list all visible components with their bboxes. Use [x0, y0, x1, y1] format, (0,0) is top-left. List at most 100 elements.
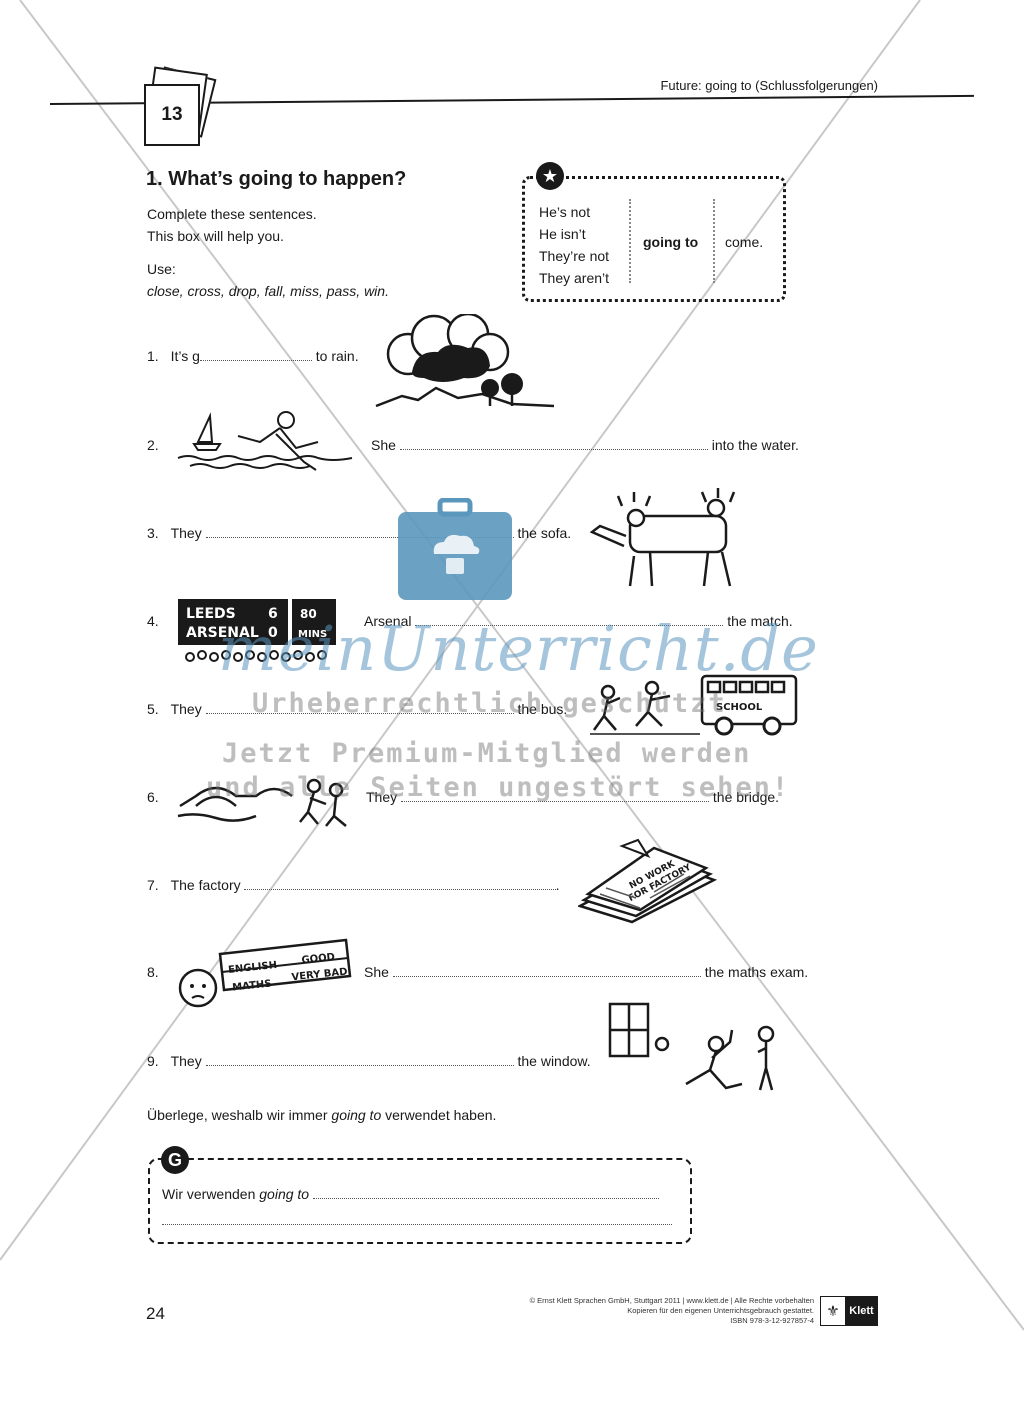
tip-form: He’s not [539, 204, 591, 220]
answer-blank[interactable] [415, 613, 724, 626]
tip-forms: He’s not He isn’t They’re not They aren’… [539, 201, 609, 289]
sentence-row: 3. They the sofa. [147, 525, 571, 541]
copyright-line: © Ernst Klett Sprachen GmbH, Stuttgart 2… [529, 1296, 814, 1305]
newspaper-illustration: NO WORK FOR FACTORY [578, 838, 718, 924]
answer-blank[interactable] [205, 1053, 514, 1066]
ball-window-illustration [608, 1002, 775, 1091]
answer-blank[interactable] [392, 964, 701, 977]
sentence-row: 4. [147, 613, 159, 629]
answer-blank[interactable] [399, 437, 708, 450]
grammar-line [162, 1212, 672, 1228]
sentence-start: They [170, 701, 202, 717]
sentence-row: 8. [147, 964, 159, 980]
tip-form: They’re not [539, 248, 610, 264]
sentence-start: They [170, 525, 202, 541]
sentence-end: the match. [727, 613, 793, 629]
sentence-number: 8. [147, 964, 159, 980]
score-time: 80 [300, 607, 317, 621]
sentence-row-text: Arsenal the match. [364, 613, 793, 629]
isbn-line: ISBN 978-3-12-927857-4 [730, 1316, 814, 1325]
sentence-end: the bus. [517, 701, 568, 717]
chapter-number: 13 [144, 84, 200, 146]
sentence-row: 5. They the bus. [147, 701, 567, 717]
tip-going-to: going to [643, 234, 699, 250]
falling-girl-illustration [177, 411, 353, 471]
score-time-unit: MINS [298, 629, 327, 640]
publisher-logo: ⚜ Klett [820, 1296, 878, 1326]
sentence-end: the sofa. [517, 525, 572, 541]
score-team1: LEEDS [186, 606, 236, 622]
sentence-number: 7. [147, 877, 159, 893]
score-value2: 0 [268, 625, 278, 641]
sentence-row: 9. They the window. [147, 1053, 591, 1069]
answer-blank[interactable] [205, 701, 514, 714]
klett-emblem-icon: ⚜ [821, 1297, 846, 1325]
briefcase-watermark-icon [398, 498, 512, 600]
sentence-start: They [366, 789, 398, 805]
sentence-start: Arsenal [364, 613, 412, 629]
sentence-end: . [555, 877, 560, 893]
sentence-number: 1. [147, 348, 159, 364]
sentence-row-text: They the bridge. [366, 789, 779, 805]
sentence-start: They [170, 1053, 202, 1069]
answer-blank[interactable] [243, 877, 556, 890]
answer-blank[interactable] [312, 1186, 659, 1199]
sentence-start: It’s g [170, 348, 200, 364]
sentence-row: 7. The factory. [147, 877, 560, 893]
sentence-row-text: She the maths exam. [364, 964, 808, 980]
reflection-text-end: verwendet haben. [381, 1107, 497, 1123]
sentence-row: 1. It’s g to rain. [147, 348, 359, 364]
exercise-heading: 1. What’s going to happen? [146, 168, 407, 190]
watermark-line: Jetzt Premium-Mitglied werden [222, 738, 752, 769]
reflection-emphasis: going to [331, 1107, 382, 1123]
sentence-end: the bridge. [712, 789, 780, 805]
sentence-start: She [364, 964, 389, 980]
tip-form: He isn’t [539, 226, 586, 242]
bridge-crossing-illustration [177, 778, 347, 827]
sentence-number: 4. [147, 613, 159, 629]
use-label: Use: [147, 261, 176, 277]
sentence-number: 3. [147, 525, 159, 541]
grammar-icon: G [161, 1146, 189, 1174]
reflection-question: Überlege, weshalb wir immer going to ver… [147, 1107, 496, 1123]
publisher-name: Klett [846, 1297, 877, 1325]
tip-box: He’s not He isn’t They’re not They aren’… [522, 176, 786, 302]
sentence-row: 6. [147, 789, 159, 805]
sentence-end: the window. [517, 1053, 591, 1069]
instruction-line: Complete these sentences. [147, 206, 317, 222]
grammar-line: Wir verwenden going to [162, 1186, 659, 1202]
sentence-start: The factory [170, 877, 241, 893]
copy-permission-line: Kopieren für den eigenen Unterrichtsgebr… [627, 1306, 814, 1315]
sentence-number: 9. [147, 1053, 159, 1069]
watermark-line: Urheberrechtlich geschützt [252, 688, 727, 719]
score-team2: ARSENAL [186, 625, 259, 641]
tip-form: They aren’t [539, 270, 610, 286]
report-subject1: ENGLISH [228, 960, 278, 976]
page-topic-title: Future: going to (Schlussfolgerungen) [660, 78, 878, 93]
sentence-row-text: She into the water. [371, 437, 799, 453]
rain-cloud-illustration [375, 314, 555, 408]
tip-come: come. [725, 234, 764, 250]
tip-separator [629, 199, 631, 283]
report-subject2: MATHS [232, 979, 272, 994]
watermark-brand: meinUnterricht.de [218, 612, 819, 685]
answer-blank[interactable] [162, 1212, 672, 1225]
tip-separator [713, 199, 715, 283]
grammar-box: Wir verwenden going to [148, 1158, 692, 1244]
watermark-line: und alle Seiten ungestört sehen! [206, 772, 791, 803]
score-value1: 6 [268, 606, 278, 622]
grammar-emphasis: going to [259, 1186, 310, 1202]
sentence-number: 5. [147, 701, 159, 717]
answer-blank[interactable] [401, 789, 710, 802]
grammar-text: Wir verwenden [162, 1186, 260, 1202]
sentence-end: the maths exam. [704, 964, 809, 980]
men-carrying-sofa-illustration [590, 488, 736, 587]
report-card-illustration: ENGLISH GOOD MATHS VERY BAD [178, 938, 352, 1008]
bus-sign: SCHOOL [716, 702, 763, 713]
reflection-text: Überlege, weshalb wir immer [147, 1107, 332, 1123]
report-grade1: GOOD [301, 952, 335, 966]
sentence-end: to rain. [315, 348, 359, 364]
answer-blank[interactable] [199, 348, 312, 361]
answer-blank[interactable] [205, 525, 514, 538]
star-icon: ★ [536, 162, 564, 190]
